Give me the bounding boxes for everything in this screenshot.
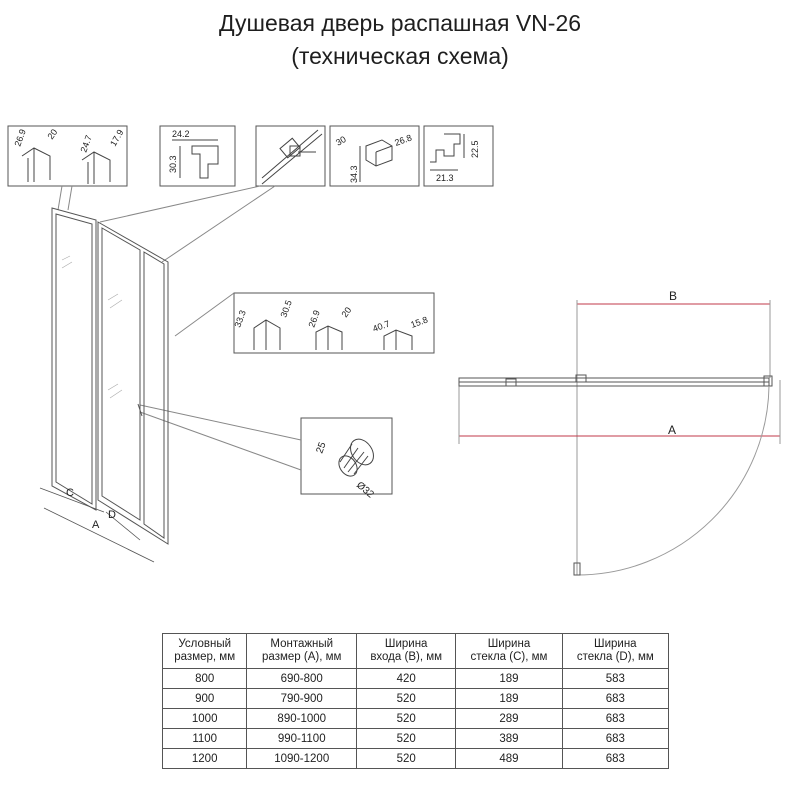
door-label-c: C [66,487,74,499]
door-label-d: D [108,509,116,521]
knob-diameter: Ø32 [354,480,376,501]
plan-label-b: B [669,289,677,303]
dim-15-8: 15.8 [409,314,429,329]
dim-33-3: 33.3 [232,309,247,329]
profile-detail-box-2 [159,125,236,187]
dim-22-5: 22.5 [470,140,480,158]
door-label-a: A [92,519,100,531]
profile-detail-box-middle [233,292,435,354]
profile-detail-box-1 [7,125,128,187]
dim-20-b: 20 [339,305,353,319]
dim-30-5: 30.5 [278,299,293,319]
knob-detail-box [300,417,393,495]
dim-17-9: 17.9 [108,128,125,148]
profile-detail-box-4 [329,125,420,187]
diagram-title: Душевая дверь распашная VN-26 [218,10,582,36]
dim-24-2: 24.2 [172,129,190,139]
profile-detail-box-3 [255,125,326,187]
dim-40-7: 40.7 [371,318,391,333]
dim-34-3: 34.3 [349,165,359,183]
plan-label-a: A [668,423,676,437]
diagram-subtitle: (техническая схема) [291,43,509,69]
dim-26-9-a: 26.9 [12,128,27,148]
dim-26-9-b: 26.9 [306,309,321,329]
dim-30-3: 30.3 [168,155,178,173]
dim-24-7: 24.7 [78,134,93,154]
dim-26-8: 26.8 [393,132,413,147]
dim-21-3: 21.3 [436,173,454,183]
dim-30: 30 [334,134,348,148]
profile-detail-box-5 [423,125,494,187]
dim-20-a: 20 [45,127,59,141]
knob-length: 25 [314,440,328,455]
